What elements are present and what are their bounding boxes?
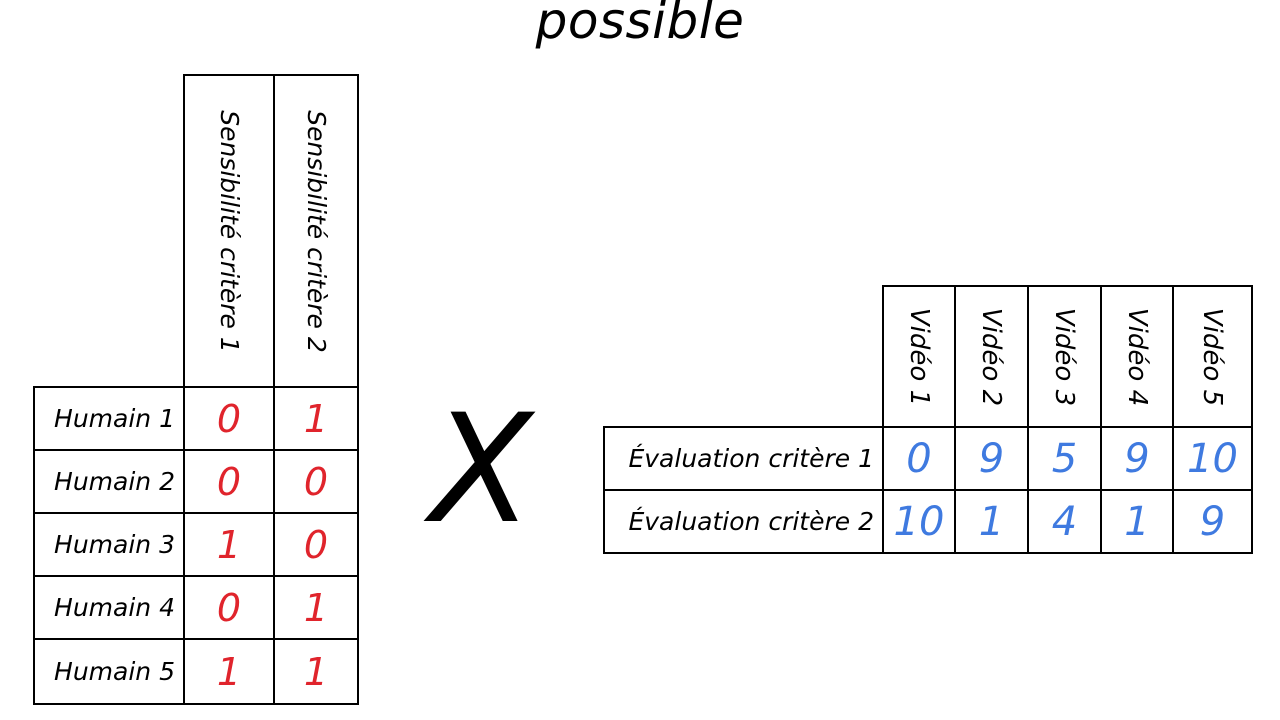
evaluation-value: 5 (1027, 426, 1102, 491)
multiplication-operator: X (430, 383, 533, 557)
sensitivity-column-header-1: Sensibilité critère 1 (183, 74, 275, 388)
sensitivity-value: 0 (183, 386, 275, 451)
video-column-header-3: Vidéo 3 (1027, 285, 1102, 428)
video-column-header-4: Vidéo 4 (1100, 285, 1174, 428)
human-row-label: Humain 5 (33, 638, 185, 705)
evaluation-value: 0 (882, 426, 956, 491)
sensitivity-value: 1 (273, 638, 359, 705)
sensitivity-column-header-2: Sensibilité critère 2 (273, 74, 359, 388)
sensitivity-value: 0 (183, 575, 275, 640)
video-column-header-1: Vidéo 1 (882, 285, 956, 428)
sensitivity-value: 0 (183, 449, 275, 514)
evaluation-value: 9 (954, 426, 1029, 491)
evaluation-value: 4 (1027, 489, 1102, 554)
human-row-label: Humain 1 (33, 386, 185, 451)
sensitivity-value: 1 (183, 638, 275, 705)
evaluation-value: 1 (954, 489, 1029, 554)
evaluation-row-label: Évaluation critère 1 (603, 426, 884, 491)
evaluation-value: 10 (882, 489, 956, 554)
human-row-label: Humain 4 (33, 575, 185, 640)
sensitivity-value: 0 (273, 512, 359, 577)
evaluation-value: 9 (1100, 426, 1174, 491)
sensitivity-value: 1 (273, 575, 359, 640)
video-column-header-5: Vidéo 5 (1172, 285, 1253, 428)
sensitivity-value: 0 (273, 449, 359, 514)
human-row-label: Humain 3 (33, 512, 185, 577)
evaluation-value: 1 (1100, 489, 1174, 554)
human-row-label: Humain 2 (33, 449, 185, 514)
evaluation-row-label: Évaluation critère 2 (603, 489, 884, 554)
sensitivity-value: 1 (183, 512, 275, 577)
slide-title: possible (535, 0, 745, 50)
evaluation-value: 9 (1172, 489, 1253, 554)
evaluation-value: 10 (1172, 426, 1253, 491)
sensitivity-value: 1 (273, 386, 359, 451)
video-column-header-2: Vidéo 2 (954, 285, 1029, 428)
